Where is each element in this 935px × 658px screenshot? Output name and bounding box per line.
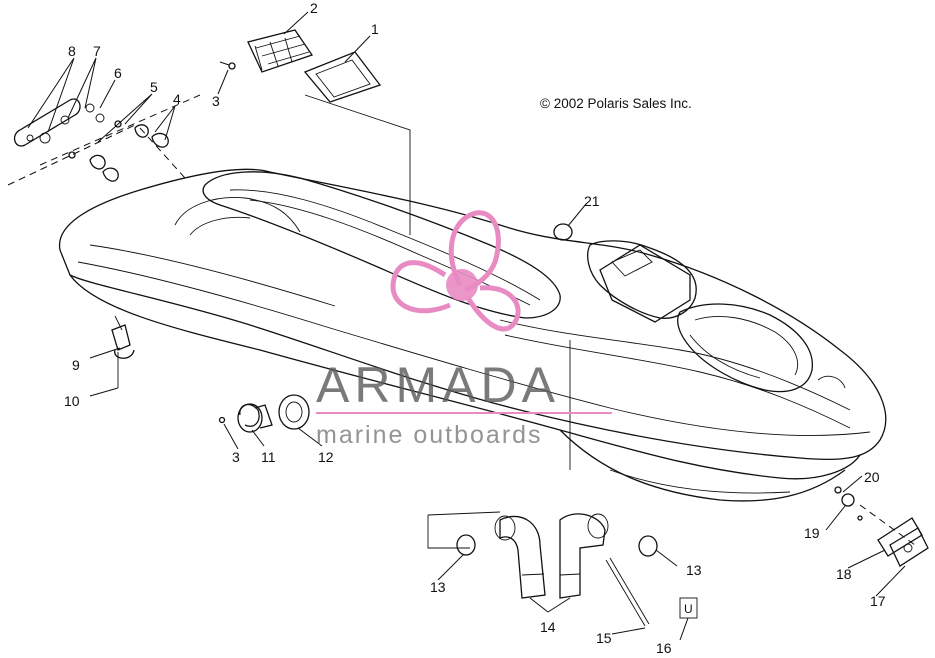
callout-7: 7 — [93, 43, 101, 59]
callout-13b: 13 — [686, 562, 702, 578]
callout-13: 13 — [430, 579, 446, 595]
handle-hardware — [7, 94, 201, 186]
watermark: ARMADA marine outboards — [316, 210, 612, 449]
pump-fittings — [218, 394, 310, 433]
callout-17: 17 — [870, 593, 886, 609]
callout-20: 20 — [864, 469, 880, 485]
callout-10: 10 — [64, 393, 80, 409]
callout-6: 6 — [114, 65, 122, 81]
callout-numbers: 1 2 3 4 5 6 7 8 9 10 3 11 12 13 14 13 15… — [64, 0, 886, 656]
callout-18: 18 — [836, 566, 852, 582]
callout-11: 11 — [261, 449, 276, 465]
drain-plug — [111, 315, 135, 388]
callout-4: 4 — [173, 91, 181, 107]
callout-3b: 3 — [232, 449, 240, 465]
bilge-hoses — [427, 511, 698, 627]
boxed-label: U — [684, 602, 693, 616]
copyright-notice: © 2002 Polaris Sales Inc. — [540, 96, 692, 111]
callout-21: 21 — [584, 193, 600, 209]
callout-3: 3 — [212, 93, 220, 109]
stern-plate — [834, 486, 929, 567]
callout-5: 5 — [150, 79, 158, 95]
callout-leaders — [27, 11, 906, 641]
callout-2: 2 — [310, 0, 318, 16]
intake-grate-assembly — [219, 29, 382, 103]
callout-14: 14 — [540, 619, 556, 635]
watermark-brand: ARMADA — [316, 357, 560, 413]
callout-12: 12 — [318, 449, 334, 465]
callout-1: 1 — [371, 21, 379, 37]
callout-19: 19 — [804, 525, 820, 541]
callout-15: 15 — [596, 630, 612, 646]
hull-drawing — [58, 168, 887, 502]
propeller-logo-icon — [390, 210, 521, 332]
callout-16: 16 — [656, 640, 672, 656]
watermark-tagline: marine outboards — [316, 421, 543, 449]
reference-lines — [139, 94, 571, 470]
callout-8: 8 — [68, 43, 76, 59]
callout-9: 9 — [72, 357, 80, 373]
